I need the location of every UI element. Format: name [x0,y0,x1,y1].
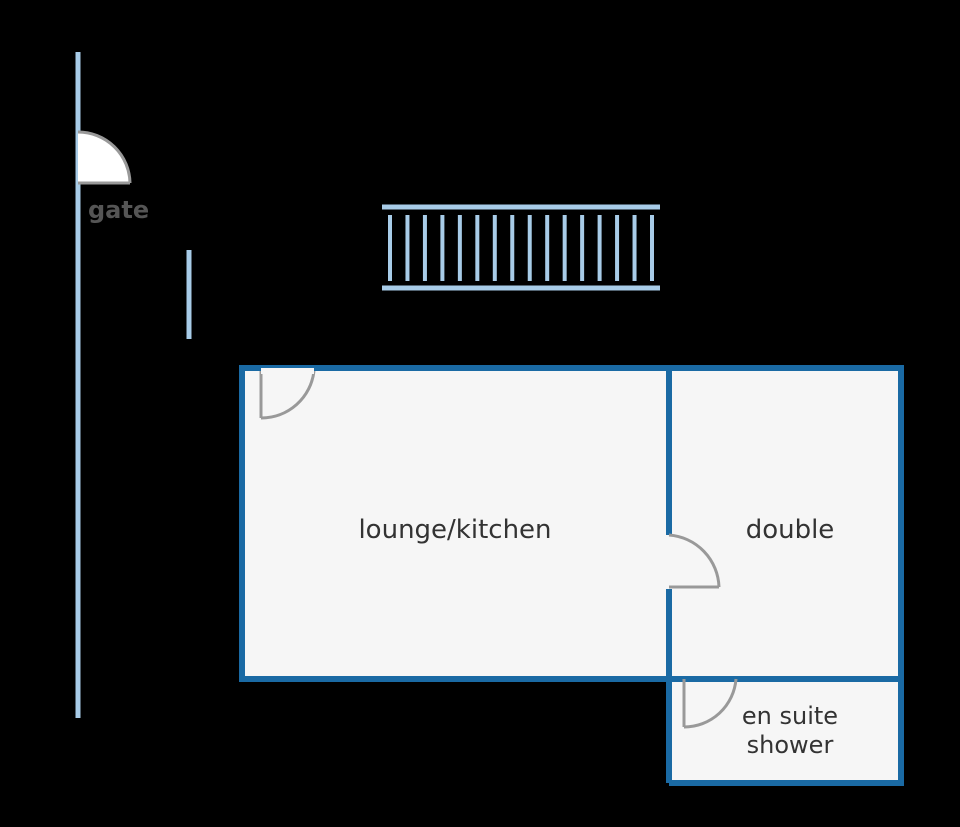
double-floor [669,368,901,679]
gate-label: gate [88,196,150,224]
lounge-kitchen-label: lounge/kitchen [358,515,552,545]
double-label: double [745,515,835,545]
lounge-kitchen-floor [242,368,669,679]
bedroom-door-swing [666,533,721,589]
gate-door-swing [77,130,132,185]
ensuite-label-line2: shower [746,731,834,759]
stairs [382,204,660,291]
ensuite-floor [669,679,901,783]
ensuite-label-line1: en suite [741,702,839,730]
ensuite-door-swing [682,678,738,729]
entrance-door-swing [259,368,316,420]
ensuite-label: en suite shower [700,702,880,760]
walls [239,365,904,786]
